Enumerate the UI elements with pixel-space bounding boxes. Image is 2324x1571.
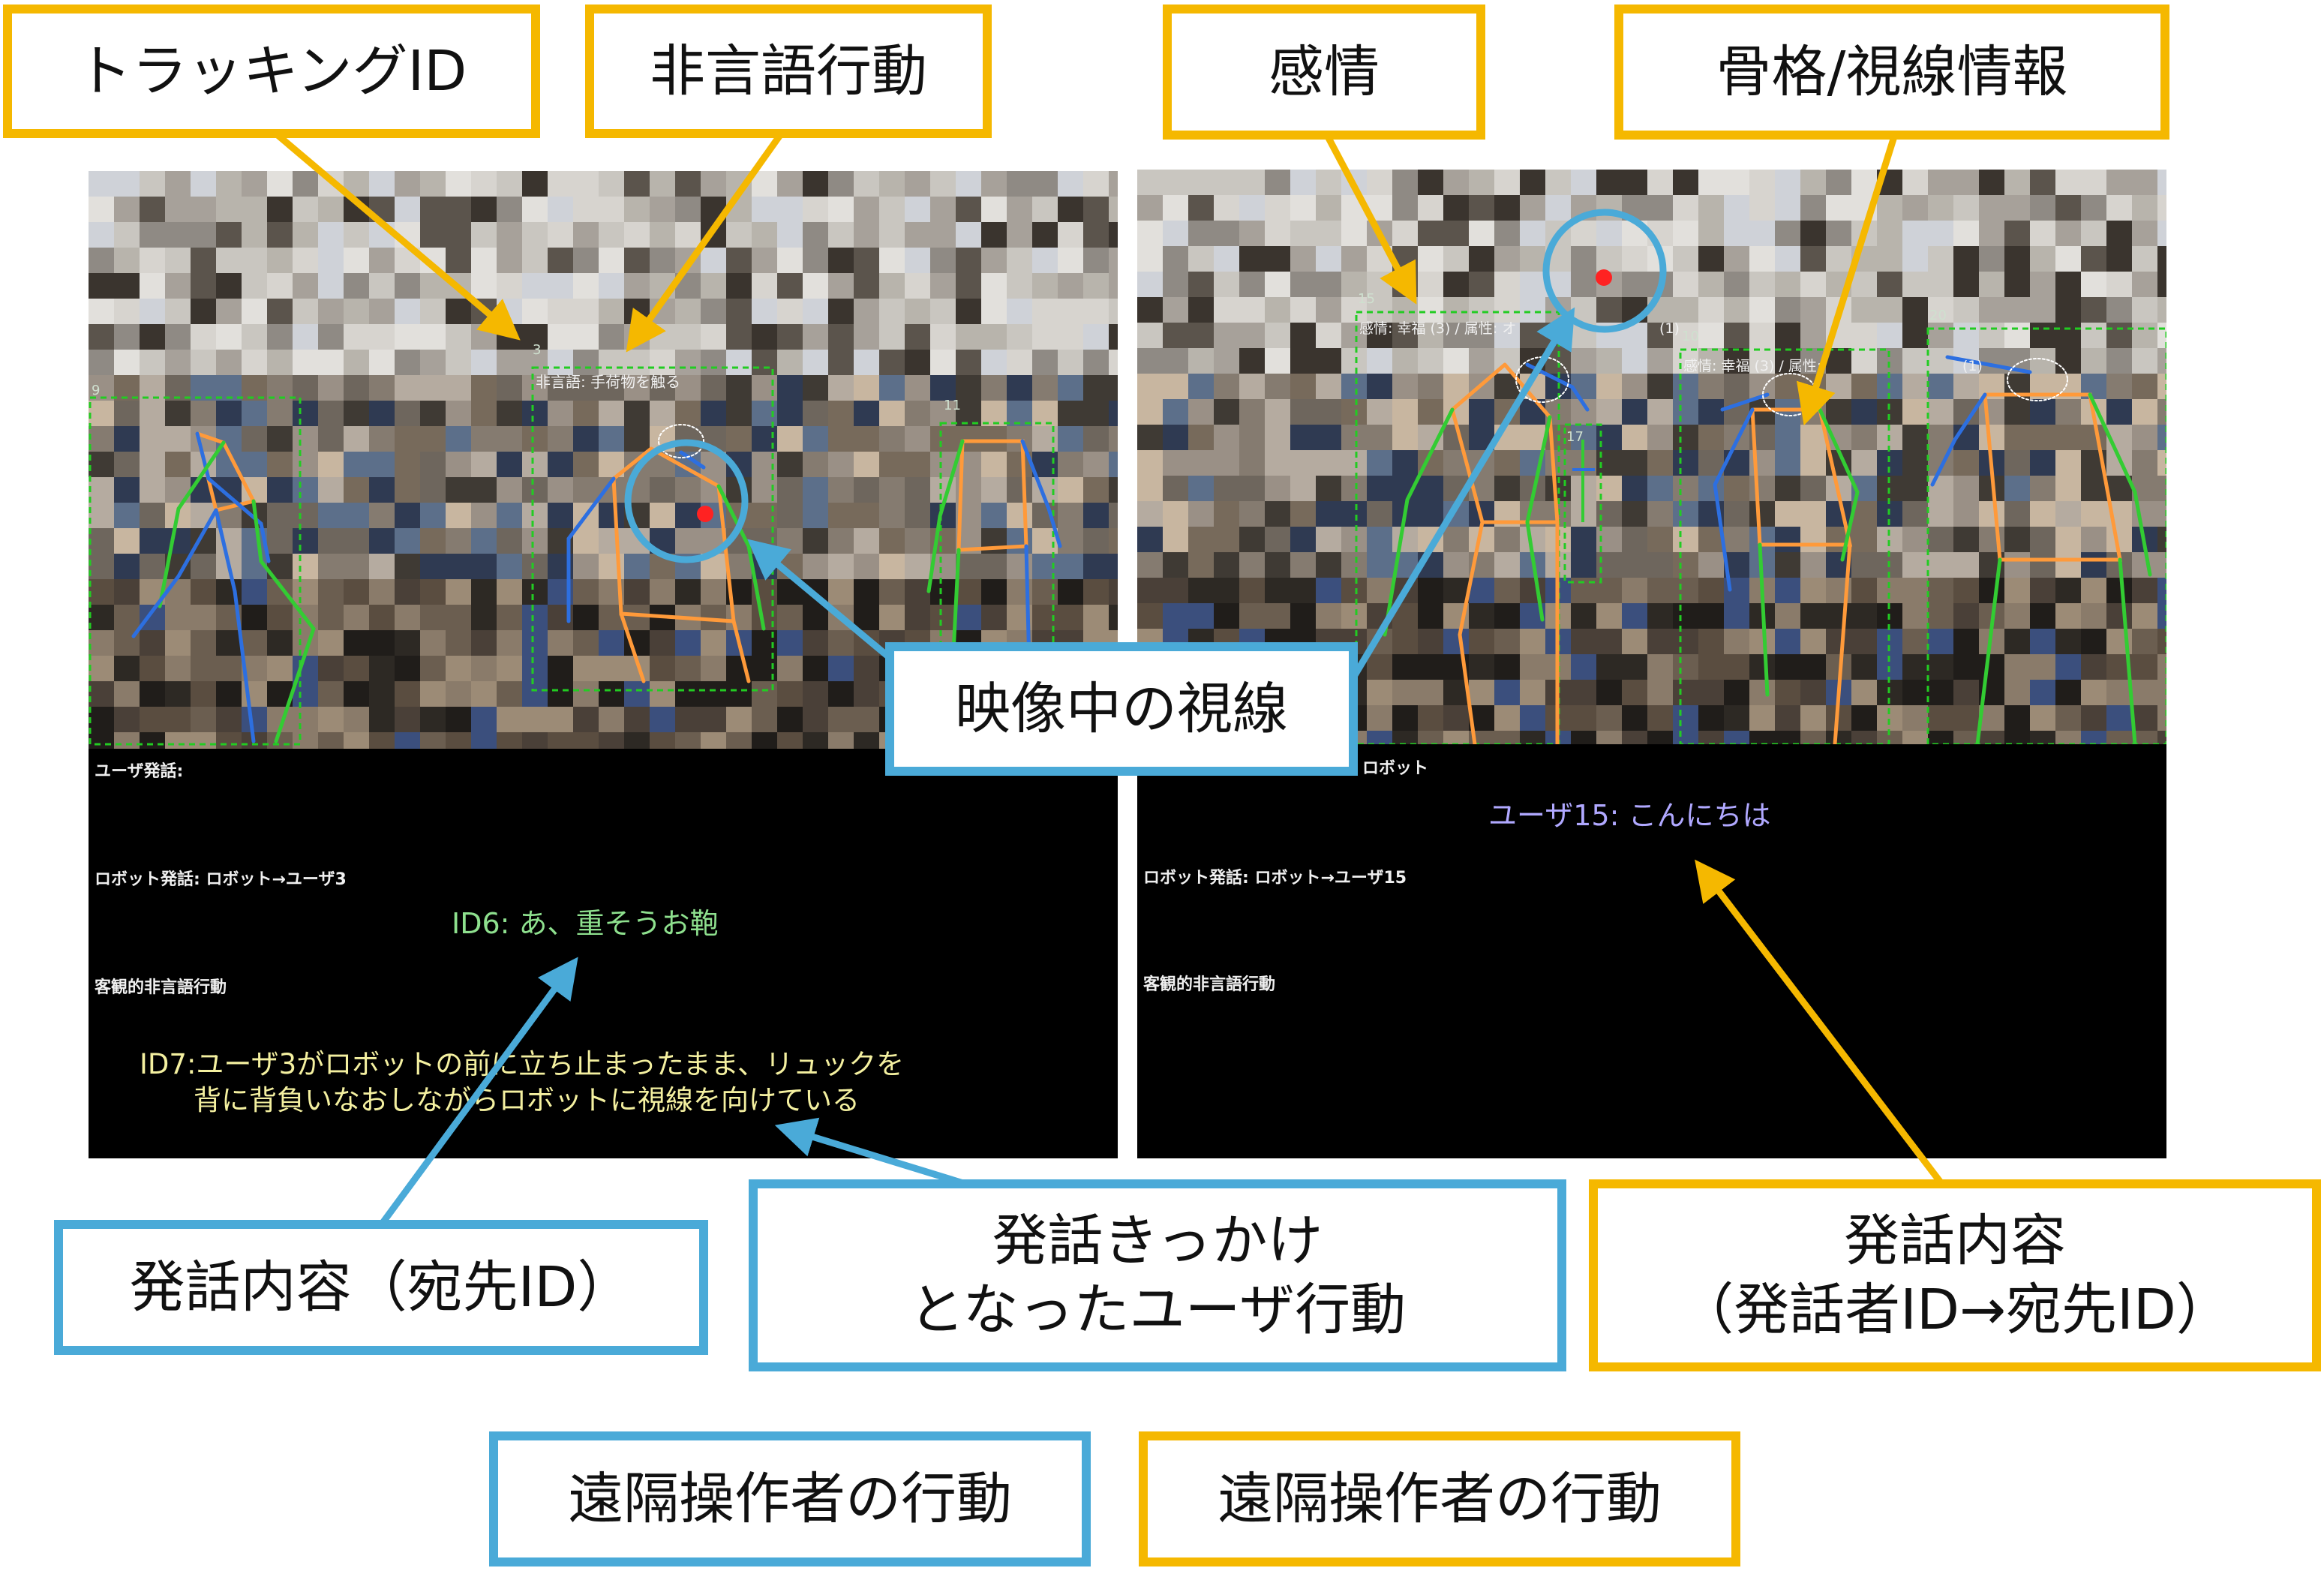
- objective-nonverbal-line-1: ID7:ユーザ3がロボットの前に立ち止まったまま、リュックを: [140, 1048, 905, 1080]
- objective-nonverbal-label-right: 客観的非言語行動: [1143, 975, 1276, 994]
- gaze-highlight-ring-right: [1542, 209, 1667, 333]
- emotion-label-user-10: 感情: 幸福 (3) / 属性:: [1683, 358, 1821, 374]
- track-id-10: 10: [1682, 329, 1699, 344]
- callout-trigger-line-2: となったユーザ行動: [908, 1278, 1407, 1342]
- track-id-17: 17: [1566, 429, 1584, 445]
- track-id-15: 15: [1358, 291, 1375, 307]
- callout-gaze-in-video: 映像中の視線: [885, 642, 1358, 776]
- callout-operator-blue: 遠隔操作者の行動: [489, 1431, 1091, 1566]
- objective-nonverbal-label: 客観的非言語行動: [95, 978, 227, 997]
- callout-tracking-id: トラッキングID: [3, 5, 540, 138]
- callout-operator-yellow: 遠隔操作者の行動: [1139, 1431, 1740, 1566]
- callout-operator-blue-text: 遠隔操作者の行動: [568, 1466, 1012, 1531]
- track-id-3: 3: [533, 342, 541, 358]
- callout-tracking-id-text: トラッキングID: [76, 38, 467, 104]
- callout-speaker-line-1: 発話内容: [1844, 1208, 2066, 1273]
- user-utterance-text: ユーザ15: こんにちは: [1488, 799, 1771, 832]
- emotion-label-user-10-end: (1): [1962, 358, 1983, 374]
- callout-nonverbal: 非言語行動: [585, 5, 992, 138]
- track-id-20: 20: [1929, 308, 1947, 323]
- emotion-label-user-15-end: (1): [1659, 320, 1680, 337]
- bbox-user-20: [1926, 327, 2166, 744]
- bbox-user-9: [89, 396, 302, 746]
- objective-nonverbal-line-2: 背に背負いなおしながらロボットに視線を向けている: [194, 1084, 860, 1116]
- robot-label: ロボット: [1362, 759, 1429, 778]
- robot-utterance-text: ID6: あ、重そうお鞄: [452, 907, 719, 940]
- track-id-11: 11: [944, 398, 961, 413]
- callout-operator-yellow-text: 遠隔操作者の行動: [1218, 1466, 1662, 1531]
- callout-nonverbal-text: 非言語行動: [650, 38, 927, 104]
- callout-utterance-dest-text: 発話内容（宛先ID）: [129, 1254, 633, 1320]
- nonverbal-label: 非言語: 手荷物を触る: [536, 373, 680, 391]
- user-utterance-label: ユーザ発話:: [95, 762, 184, 781]
- callout-gaze-in-video-text: 映像中の視線: [955, 676, 1288, 741]
- callout-skeleton-gaze: 骨格/視線情報: [1614, 5, 2169, 140]
- right-video-frame: 15 10 17 20 感情: 幸福 (3) / 属性: オ (1) 感情: 幸…: [1137, 170, 2166, 744]
- skeleton-user-17: [1572, 440, 1595, 522]
- callout-speaker-line-2: （発話者ID→宛先ID）: [1678, 1278, 2232, 1342]
- callout-utterance-dest: 発話内容（宛先ID）: [54, 1220, 708, 1355]
- track-id-9: 9: [92, 383, 100, 398]
- callout-trigger-behavior: 発話きっかけ となったユーザ行動: [749, 1179, 1566, 1371]
- gaze-point-left: [697, 506, 713, 522]
- callout-speaker-utterance: 発話内容 （発話者ID→宛先ID）: [1589, 1179, 2321, 1371]
- right-panel: 15 10 17 20 感情: 幸福 (3) / 属性: オ (1) 感情: 幸…: [1137, 170, 2166, 1158]
- bbox-user-3: [531, 366, 774, 692]
- callout-trigger-line-1: 発話きっかけ: [992, 1208, 1323, 1273]
- gaze-highlight-ring-left: [624, 439, 749, 563]
- callout-skeleton-gaze-text: 骨格/視線情報: [1716, 39, 2068, 104]
- callout-emotion-text: 感情: [1269, 39, 1380, 104]
- skeleton-user-9: [131, 431, 316, 743]
- robot-utterance-label: ロボット発話: ロボット→ユーザ3: [95, 870, 347, 889]
- right-pixel-mosaic: [1137, 170, 2166, 744]
- gaze-point-right: [1596, 269, 1612, 286]
- emotion-label-user-15: 感情: 幸福 (3) / 属性: オ: [1359, 320, 1516, 337]
- skeleton-user-20: [1930, 355, 2152, 744]
- bbox-user-10: [1679, 348, 1890, 744]
- robot-utterance-label-right: ロボット発話: ロボット→ユーザ15: [1143, 869, 1407, 888]
- callout-emotion: 感情: [1163, 5, 1485, 140]
